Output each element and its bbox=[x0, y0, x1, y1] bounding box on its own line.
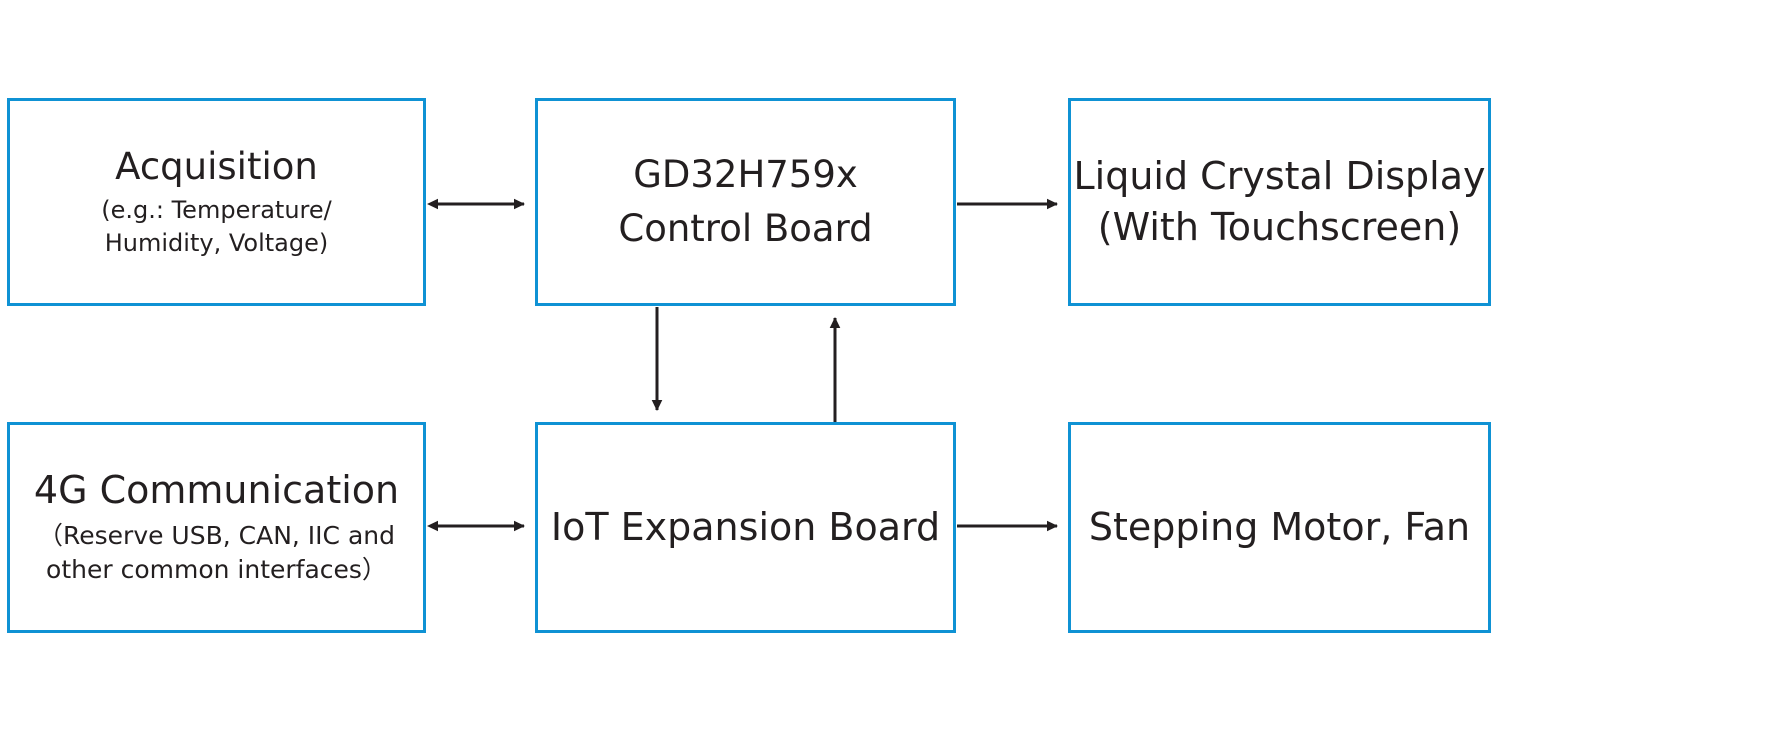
node-iot-expansion-board[interactable]: IoT Expansion Board bbox=[535, 422, 956, 633]
node-4g-subtitle-line2: other common interfaces） bbox=[46, 554, 387, 584]
node-control-board-title-line1: GD32H759x bbox=[633, 153, 858, 197]
node-acquisition[interactable]: Acquisition (e.g.: Temperature/ Humidity… bbox=[7, 98, 426, 306]
node-liquid-crystal-display[interactable]: Liquid Crystal Display (With Touchscreen… bbox=[1068, 98, 1491, 306]
node-lcd-title-line2: (With Touchscreen) bbox=[1097, 205, 1462, 249]
node-4g-title: 4G Communication bbox=[33, 468, 400, 513]
node-4g-communication[interactable]: 4G Communication （Reserve USB, CAN, IIC … bbox=[7, 422, 426, 633]
node-acquisition-subtitle-line1: (e.g.: Temperature/ bbox=[101, 196, 332, 225]
node-lcd-title-line1: Liquid Crystal Display bbox=[1073, 154, 1486, 199]
node-iot-title: IoT Expansion Board bbox=[550, 505, 941, 550]
node-acquisition-subtitle-line2: Humidity, Voltage) bbox=[104, 228, 329, 257]
node-control-board[interactable]: GD32H759x Control Board bbox=[535, 98, 956, 306]
node-motor-title: Stepping Motor, Fan bbox=[1088, 505, 1471, 550]
node-acquisition-subtitle: (e.g.: Temperature/ Humidity, Voltage) bbox=[101, 194, 331, 259]
node-acquisition-title: Acquisition bbox=[115, 144, 318, 188]
node-4g-subtitle-line1: （Reserve USB, CAN, IIC and bbox=[38, 521, 395, 551]
node-4g-subtitle: （Reserve USB, CAN, IIC and other common … bbox=[38, 519, 395, 587]
node-stepping-motor-fan[interactable]: Stepping Motor, Fan bbox=[1068, 422, 1491, 633]
node-control-board-title-line2: Control Board bbox=[618, 207, 873, 250]
